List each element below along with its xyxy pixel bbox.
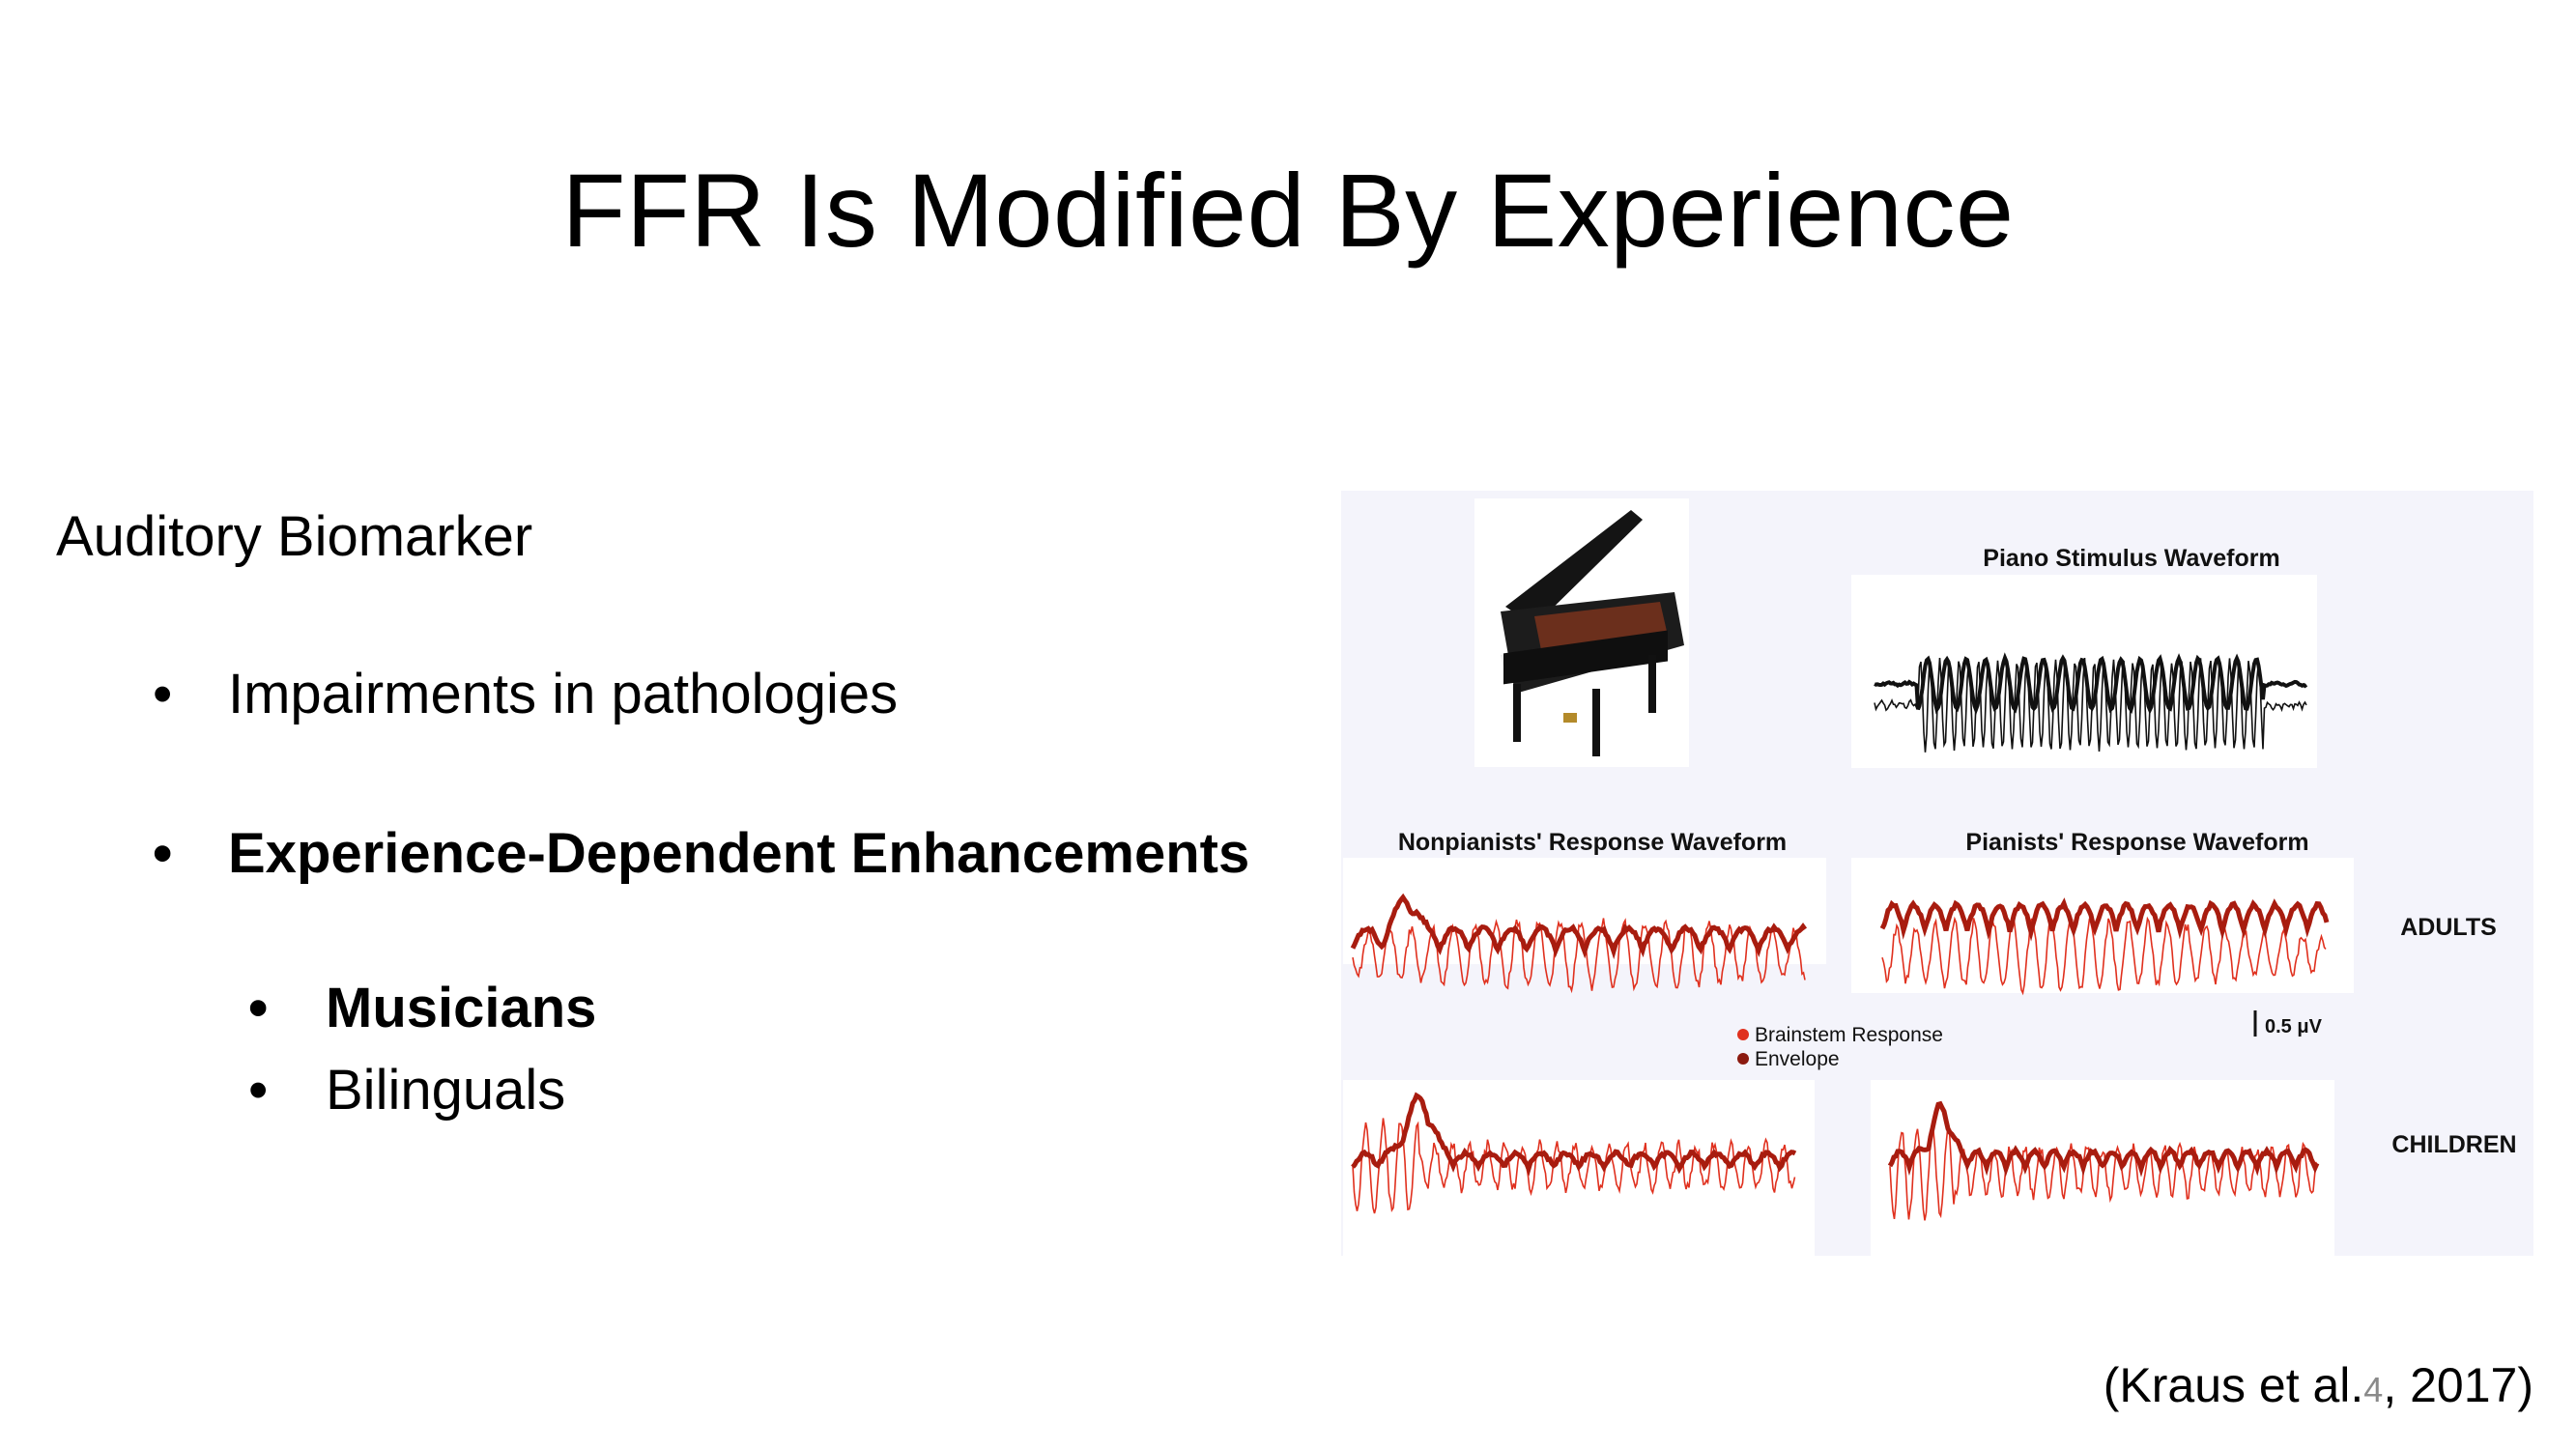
bullet-text: Bilinguals: [326, 1059, 566, 1122]
nonpianists-label: Nonpianists' Response Waveform: [1398, 829, 1787, 856]
ffr-figure-svg: Piano Stimulus Waveform Nonpianists' Res…: [1343, 498, 2517, 1256]
adult-pianist-envelope: [1879, 897, 2330, 942]
slide-title: FFR Is Modified By Experience: [561, 152, 2015, 269]
children-label: CHILDREN: [2391, 1131, 2516, 1158]
sub-bullet-bilinguals: • Bilinguals: [248, 1058, 566, 1122]
bullet-text: Experience-Dependent Enhancements: [228, 822, 1250, 885]
scale-label: 0.5 μV: [2265, 1016, 2323, 1037]
legend-dot-brainstem: [1737, 1029, 1749, 1040]
citation-part-1: (Kraus et al.: [2103, 1358, 2364, 1412]
child-nonpianist-response: [1352, 1118, 1796, 1214]
adult-nonpianist-envelope: [1350, 893, 1808, 960]
bullet-enhancements: • Experience-Dependent Enhancements: [153, 821, 1250, 886]
stimulus-label: Piano Stimulus Waveform: [1983, 545, 2279, 572]
pianists-label: Pianists' Response Waveform: [1965, 829, 2308, 856]
bullet-dot: •: [153, 663, 173, 725]
section-heading: Auditory Biomarker: [56, 505, 533, 568]
ffr-figure: Piano Stimulus Waveform Nonpianists' Res…: [1341, 491, 2533, 1256]
grand-piano-icon: [1474, 498, 1689, 767]
bullet-text: Musicians: [326, 977, 597, 1039]
bullet-dot: •: [153, 822, 173, 885]
child-pianist-envelope: [1887, 1100, 2320, 1178]
citation-part-2: , 2017): [2383, 1358, 2533, 1412]
stimulus-waveform: [1874, 652, 2308, 716]
adult-pianist-response: [1881, 916, 2327, 996]
bullet-dot: •: [248, 977, 269, 1039]
citation: (Kraus et al.4, 2017): [2104, 1357, 2533, 1413]
adult-nonpianist-response: [1352, 918, 1806, 994]
adults-label: ADULTS: [2400, 914, 2497, 941]
legend-envelope: Envelope: [1755, 1048, 1840, 1070]
child-nonpianist-envelope: [1351, 1092, 1797, 1177]
legend-dot-envelope: [1737, 1053, 1749, 1065]
bullet-text: Impairments in pathologies: [228, 663, 899, 725]
legend-brainstem: Brainstem Response: [1755, 1024, 1943, 1046]
bullet-dot: •: [248, 1059, 269, 1122]
slide-number: 4: [2363, 1370, 2384, 1409]
bullet-impairments: • Impairments in pathologies: [153, 662, 899, 726]
stimulus-waveform-fine: [1874, 657, 2307, 753]
sub-bullet-musicians: • Musicians: [248, 976, 597, 1040]
